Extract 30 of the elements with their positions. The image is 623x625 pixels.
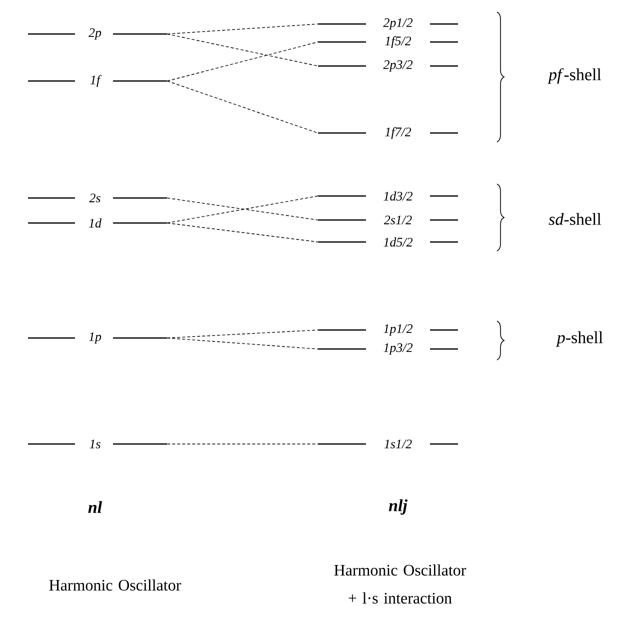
energy-level: 1s1/2 [318, 440, 458, 448]
energy-level: 1f5/2 [318, 36, 458, 48]
energy-level: 1f7/2 [318, 127, 458, 139]
energy-level: 1p [28, 332, 167, 344]
column-label: nlj [388, 499, 408, 515]
caption-text: Harmonic Oscillator [49, 579, 182, 591]
energy-level: 1d5/2 [318, 237, 458, 247]
energy-level: 1p3/2 [318, 343, 458, 355]
column-label: nl [88, 501, 102, 513]
dashed-connector [166, 222, 318, 242]
energy-level: 1d3/2 [318, 191, 458, 201]
energy-level: 2s [28, 194, 167, 202]
dashed-connector [166, 338, 318, 350]
shell-label: pf-shell [548, 68, 602, 84]
shell-label: sd-shell [548, 213, 602, 225]
energy-level: 2p1/2 [318, 18, 458, 30]
energy-level: 1f [28, 75, 167, 87]
energy-level: 2p [28, 28, 167, 40]
caption-text: Harmonic Oscillator + l·s interaction [334, 564, 466, 604]
dashed-connector [166, 34, 318, 66]
shell-label: p-shell [556, 331, 603, 347]
energy-level: 1p1/2 [318, 324, 458, 336]
energy-level: 1d [28, 218, 167, 228]
dashed-connector [166, 24, 318, 34]
dashed-connector [166, 42, 318, 82]
energy-level: 2s1/2 [318, 216, 458, 224]
dashed-connector [166, 330, 318, 338]
energy-level: 1s [28, 440, 167, 448]
dashed-connector [166, 80, 318, 134]
energy-level: 2p3/2 [318, 60, 458, 72]
